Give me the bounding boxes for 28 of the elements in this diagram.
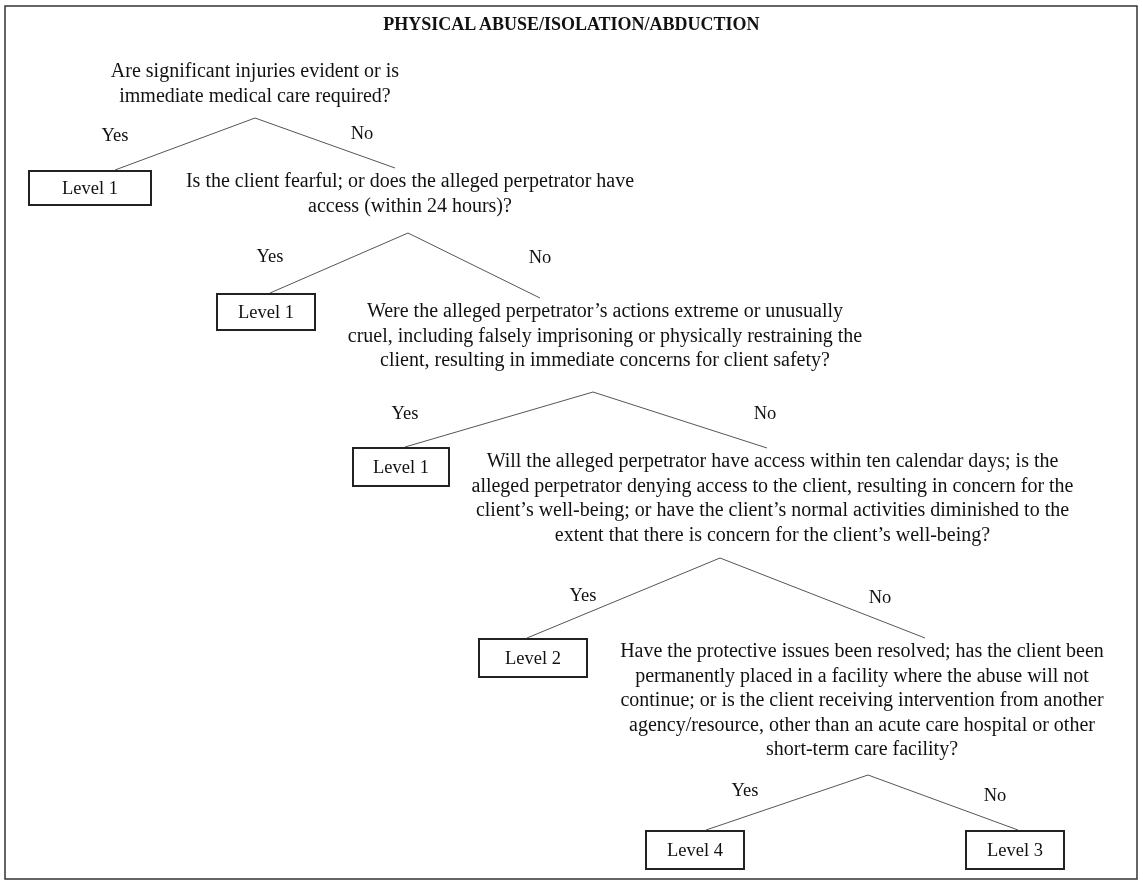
level-box (216, 293, 316, 331)
branch-line (254, 117, 396, 169)
level-label: Level 4 (667, 839, 723, 861)
branch-line (592, 391, 768, 449)
branch-line (407, 232, 541, 299)
level-box (478, 638, 588, 678)
question-text: Is the client fearful; or does the alleged perpetrator have access (within 24 hours)? (184, 168, 636, 217)
branch-line (867, 774, 1019, 831)
branch-line (719, 557, 926, 639)
level-label: Level 3 (987, 839, 1043, 861)
branch-line (705, 774, 869, 831)
branch-line (404, 391, 594, 448)
level-label: Level 1 (62, 177, 118, 199)
level-box (352, 447, 450, 487)
level-box (965, 830, 1065, 870)
level-box (28, 170, 152, 206)
branch-line (526, 557, 721, 639)
question-text: Are significant injuries evident or is immediate medical care required? (109, 58, 401, 107)
level-box (645, 830, 745, 870)
question-text: Have the protective issues been resolved; has the client been permanently placed in a facility where the abuse will not continue; or is the client receiving intervention from another agency/resource, other than an acute care hospital or other short-term care facility? (619, 638, 1105, 761)
level-label: Level 2 (505, 647, 561, 669)
question-text: Were the alleged perpetrator’s actions extreme or unusually cruel, including falsely imprisoning or physically restraining the client, resulting in immediate concerns for client safety? (346, 298, 864, 372)
level-label: Level 1 (373, 456, 429, 478)
branch-line (114, 117, 256, 171)
diagram-title: PHYSICAL ABUSE/ISOLATION/ABDUCTION (382, 14, 761, 35)
question-text: Will the alleged perpetrator have access within ten calendar days; is the alleged perpetrator denying access to the client, resulting in concern for the client’s well-being; or have the client’s normal activities diminished to the extent that there is concern for the client’s well-being? (470, 448, 1075, 546)
branch-line (269, 232, 409, 294)
level-label: Level 1 (238, 301, 294, 323)
